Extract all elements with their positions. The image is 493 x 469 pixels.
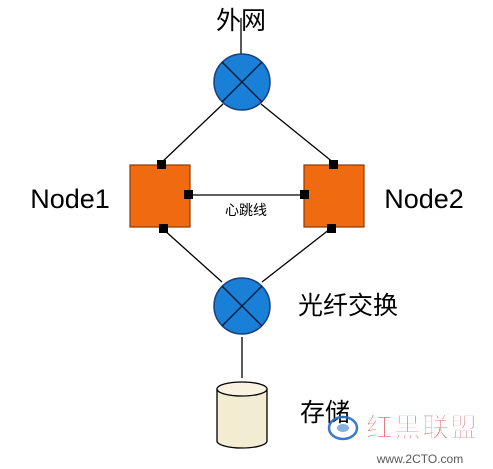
node1-label: Node1: [30, 184, 110, 214]
watermark-brand: 红黑联盟: [366, 412, 478, 444]
storage-label: 存储: [300, 398, 350, 427]
node1-box: [129, 160, 193, 233]
node1-port-bottom: [159, 224, 168, 233]
link-node1-fcswitch: [162, 228, 223, 283]
connection-lines: [160, 18, 335, 378]
storage-icon: [216, 381, 268, 449]
link-internet-node2: [260, 103, 335, 164]
watermark-site: www.2CTO.com: [376, 452, 463, 466]
internet-switch-icon: [213, 53, 271, 111]
node2-port-bottom: [327, 224, 336, 233]
link-node2-fcswitch: [261, 228, 331, 283]
heartbeat-label: 心跳线: [225, 203, 267, 219]
node2-port-top: [329, 160, 338, 169]
node2-box: [300, 160, 365, 233]
link-internet-node1: [160, 103, 224, 164]
fc-switch-icon: [213, 277, 271, 335]
watermark: 红黑联盟 www.2CTO.com: [327, 412, 478, 466]
internet-label: 外网: [216, 6, 266, 35]
fc-switch-label: 光纤交换: [298, 291, 398, 320]
node1-port-right: [184, 190, 193, 199]
node2-port-left: [300, 190, 309, 199]
node2-label: Node2: [384, 184, 464, 214]
watermark-seal-icon: [327, 415, 359, 441]
node1-port-top: [157, 160, 166, 169]
